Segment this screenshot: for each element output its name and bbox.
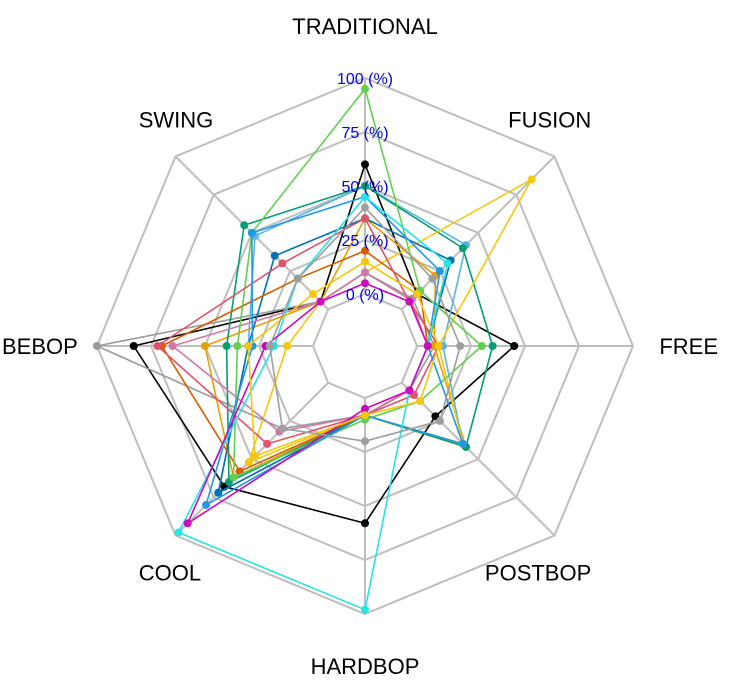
series-point [233,342,242,350]
radar-axis-labels: TRADITIONAL FUSION FREE POSTBOP HARDBOP COOL B… [2,14,718,679]
series-point [423,342,432,350]
series-point [488,342,497,350]
series-point [435,416,444,425]
series-point [293,274,302,283]
series-point [202,500,211,509]
grid-ring [311,292,419,400]
series-point [174,528,183,537]
series-point [244,342,253,350]
axis-label-swing: SWING [139,108,214,133]
series-point [405,297,414,306]
series-point [93,342,101,350]
series-point [413,289,422,298]
series-point [361,268,369,277]
grid-spoke [174,382,329,537]
series-point [316,297,325,306]
series-point [201,342,209,350]
series-14 [183,279,432,528]
axis-label-bebop: BEBOP [2,334,78,359]
series-point [183,519,192,528]
series-point [240,221,249,230]
series-point [361,203,369,212]
series-point [278,259,287,268]
series-point [361,605,369,614]
series-point [229,473,238,482]
series-point [361,160,369,169]
series-point [416,397,425,406]
tick-label: 100 (%) [337,71,393,88]
axis-label-fusion: FUSION [508,108,591,133]
series-point [308,289,317,298]
series-point [405,386,414,395]
series-point [168,342,177,350]
grid-spoke [401,382,556,537]
series-point [527,175,536,184]
series-point [153,342,162,350]
series-point [361,411,369,420]
series-point [434,342,443,350]
series-point [361,257,369,266]
series-point [443,259,452,268]
series-point [265,342,274,350]
series-2 [93,268,439,433]
series-point [458,244,467,253]
series-point [214,488,223,497]
series-point [361,437,369,446]
series-point [361,84,369,93]
series-point [510,342,519,350]
series-point [361,192,369,201]
series-point [244,458,253,467]
axis-label-traditional: TRADITIONAL [292,14,437,39]
tick-label: 75 (%) [341,125,388,142]
series-point [477,342,486,350]
radar-series [93,84,536,614]
tick-label: 0 (%) [346,287,384,304]
tick-label: 25 (%) [341,233,388,250]
axis-label-free: FREE [659,334,718,359]
axis-label-cool: COOL [139,560,201,585]
series-point [458,439,467,448]
series-point [283,342,292,350]
series-point [361,246,369,255]
series-point [361,404,369,413]
series-point [270,251,279,260]
series-line [171,271,429,433]
series-point [361,279,369,288]
series-point [250,452,259,461]
series-line [205,196,464,506]
tick-label: 50 (%) [341,179,388,196]
series-point [247,228,256,237]
series-point [278,424,287,433]
series-point [456,342,465,350]
series-point [263,439,272,448]
series-point [428,274,437,283]
radar-tick-labels: 0 (%) 25 (%) 50 (%) 75 (%) 100 (%) [337,71,393,304]
series-point [129,342,138,350]
series-point [361,519,369,528]
axis-label-postbop: POSTBOP [485,560,591,585]
series-point [435,267,444,276]
series-point [361,214,369,223]
series-point [361,182,369,190]
series-line [177,196,449,611]
series-15 [244,257,443,461]
series-point [222,342,231,350]
axis-label-hardbop: HARDBOP [311,654,420,679]
series-16 [265,203,465,446]
